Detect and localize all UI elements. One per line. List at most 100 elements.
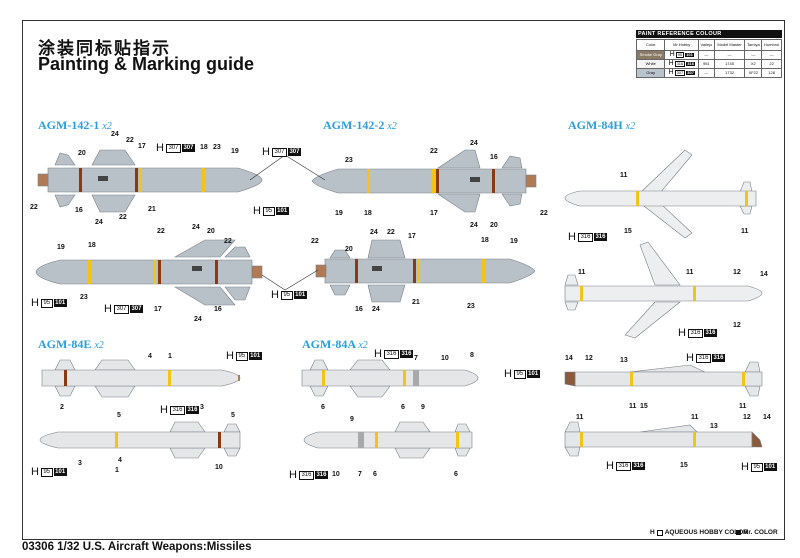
- callout-number: 14: [763, 414, 771, 421]
- callout-number: 24: [194, 316, 202, 323]
- callout-number: 18: [481, 237, 489, 244]
- callout-number: 11: [686, 269, 694, 276]
- paint-reference-table: PAINT REFERENCE COLOUR Color Mr.Hobby Va…: [635, 30, 782, 78]
- callout-number: 12: [743, 414, 751, 421]
- callout-number: 22: [126, 137, 134, 144]
- callout-number: 5: [117, 412, 121, 419]
- missile-agm-142-1-top: [37, 149, 263, 213]
- callout-number: 22: [311, 238, 319, 245]
- callout-number: 24: [95, 219, 103, 226]
- callout-number: 1: [168, 353, 172, 360]
- paint-reference-title: PAINT REFERENCE COLOUR: [636, 30, 782, 38]
- callout-number: 22: [387, 229, 395, 236]
- missile-agm-84h-side-top: [564, 361, 763, 397]
- missile-agm-84e-top: [41, 359, 241, 398]
- title-chinese: 涂装同标贴指示: [38, 39, 171, 59]
- callout-number: 16: [75, 207, 83, 214]
- callout-number: 6: [401, 404, 405, 411]
- callout-number: 16: [214, 306, 222, 313]
- missile-agm-142-2-bottom: [315, 239, 536, 303]
- callout-number: 22: [540, 210, 548, 217]
- callout-number: 11: [578, 269, 586, 276]
- callout-number: 23: [213, 144, 221, 151]
- callout-number: 11: [691, 414, 699, 421]
- callout-number: 18: [200, 144, 208, 151]
- callout-number: 14: [760, 271, 768, 278]
- callout-number: 13: [620, 357, 628, 364]
- callout-number: 20: [207, 228, 215, 235]
- callout-number: 10: [332, 471, 340, 478]
- callout-number: 17: [154, 306, 162, 313]
- callout-number: 7: [414, 355, 418, 362]
- callout-number: 6: [321, 404, 325, 411]
- callout-number: 11: [620, 172, 628, 179]
- callout-number: 5: [231, 412, 235, 419]
- missile-agm-84a-top: [301, 359, 479, 398]
- callout-number: 15: [624, 228, 632, 235]
- callout-number: 3: [78, 460, 82, 467]
- callout-number: 20: [345, 246, 353, 253]
- callout-number: 21: [412, 299, 420, 306]
- callout-number: 7: [358, 471, 362, 478]
- callout-number: 4: [148, 353, 152, 360]
- callout-number: 3: [200, 404, 204, 411]
- page-frame: [22, 20, 785, 540]
- callout-number: 10: [215, 464, 223, 471]
- missile-agm-84a-bottom: [303, 421, 473, 459]
- footer-title: 03306 1/32 U.S. Aircraft Weapons:Missile…: [22, 541, 252, 553]
- callout-number: 11: [741, 228, 749, 235]
- callout-number: 17: [430, 210, 438, 217]
- callout-number: 24: [372, 306, 380, 313]
- callout-number: 9: [421, 404, 425, 411]
- missile-agm-142-2-top: [311, 149, 537, 213]
- callout-number: 24: [111, 131, 119, 138]
- section-title-agm-142-2: AGM-142-2 x2: [323, 118, 397, 132]
- callout-number: 23: [467, 303, 475, 310]
- callout-number: 16: [355, 306, 363, 313]
- callout-number: 1: [115, 467, 119, 474]
- callout-number: 18: [364, 210, 372, 217]
- callout-number: 24: [370, 229, 378, 236]
- callout-number: 2: [60, 404, 64, 411]
- callout-number: 19: [335, 210, 343, 217]
- callout-number: 19: [231, 148, 239, 155]
- callout-number: 14: [565, 355, 573, 362]
- callout-number: 22: [430, 148, 438, 155]
- callout-number: 9: [350, 416, 354, 423]
- callout-number: 15: [680, 462, 688, 469]
- section-title-agm-84h: AGM-84H x2: [568, 118, 636, 132]
- missile-agm-142-1-bottom: [35, 239, 263, 306]
- callout-number: 12: [733, 322, 741, 329]
- callout-number: 11: [629, 403, 637, 410]
- callout-number: 10: [441, 355, 449, 362]
- callout-number: 21: [148, 206, 156, 213]
- callout-number: 17: [408, 233, 416, 240]
- callout-number: 12: [733, 269, 741, 276]
- callout-number: 15: [640, 403, 648, 410]
- callout-number: 11: [739, 403, 747, 410]
- callout-number: 6: [454, 471, 458, 478]
- section-title-agm-84a: AGM-84A x2: [302, 337, 368, 351]
- humbrol-value: 128: [761, 68, 782, 78]
- callout-number: 13: [710, 423, 718, 430]
- callout-number: 12: [585, 355, 593, 362]
- callout-number: 22: [119, 214, 127, 221]
- missile-agm-84e-bottom: [39, 421, 241, 459]
- callout-number: 24: [470, 140, 478, 147]
